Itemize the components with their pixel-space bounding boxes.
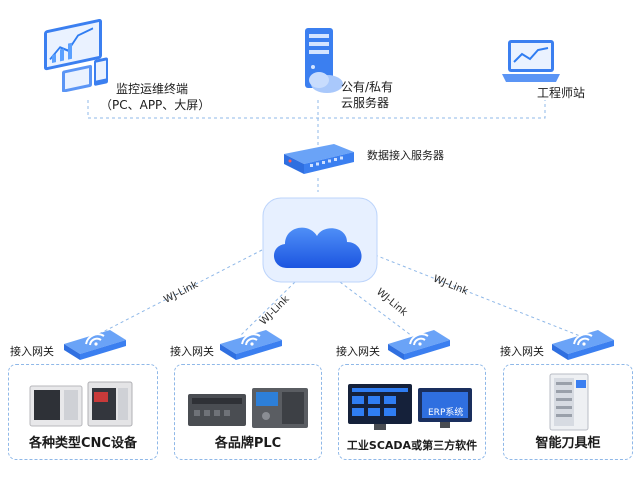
data-server-label: 数据接入服务器 (367, 149, 444, 162)
monitor-terminal-icon (38, 12, 118, 92)
cnc-devices-label: 各种类型CNC设备 (29, 436, 137, 451)
device-group-cnc (8, 364, 158, 460)
scada-software-label: 工业SCADA或第三方软件 (346, 439, 478, 452)
cnc-machine-icon (28, 380, 138, 428)
plc-devices-label: 各品牌PLC (214, 436, 282, 451)
plc-device-icon (186, 386, 312, 430)
device-group-tool-cabinet (503, 364, 633, 460)
gateway-router-icon (548, 322, 618, 364)
engineer-station-label: 工程师站 (537, 86, 586, 100)
erp-system-tag: ERP系统 (428, 408, 464, 418)
cloud-server-sublabel: 云服务器 (341, 96, 390, 110)
gateway-router-icon (384, 322, 454, 364)
gateway-label: 接入网关 (336, 345, 380, 358)
gateway-router-icon (216, 322, 286, 364)
data-server-icon (278, 140, 358, 180)
tool-cabinet-label: 智能刀具柜 (535, 436, 601, 451)
gateway-label: 接入网关 (500, 345, 544, 358)
gateway-label: 接入网关 (10, 345, 54, 358)
gateway-router-icon (60, 322, 130, 364)
cloud-server-label: 公有/私有 (341, 80, 394, 94)
device-group-scada (338, 364, 486, 460)
tool-cabinet-icon (548, 372, 590, 432)
device-group-plc (174, 364, 322, 460)
monitor-terminal-sublabel: （PC、APP、大屏） (100, 98, 211, 112)
laptop-icon (500, 38, 564, 90)
cloud-icon (255, 188, 385, 288)
scada-screen-icon (346, 382, 476, 434)
cloud-server-icon (295, 22, 345, 97)
monitor-terminal-label: 监控运维终端 (116, 82, 189, 96)
gateway-label: 接入网关 (170, 345, 214, 358)
